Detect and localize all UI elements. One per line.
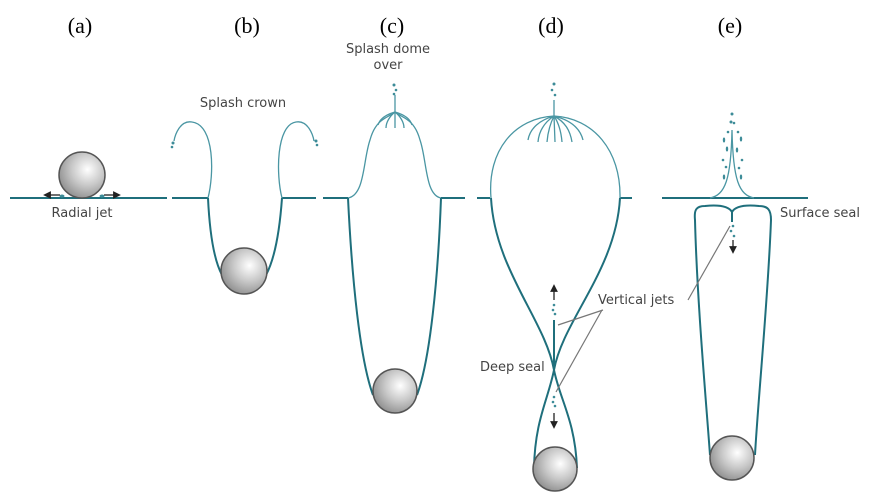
panel-d-label: (d) [538,13,564,38]
vertical-jets-label: Vertical jets [598,293,675,308]
cavity [347,197,442,396]
leader-line [555,309,603,393]
panel-b-label: (b) [234,13,260,38]
splash-dome [490,115,621,199]
deep-seal-label: Deep seal [480,360,545,375]
panel-d: Deep seal Vertical jets [477,82,675,492]
splash-dome-label: Splash dome [346,42,430,57]
splash-dome-label-2: over [374,58,404,73]
crown-left [173,121,213,199]
leader-line [557,309,604,326]
sphere [709,435,755,481]
sphere [58,151,106,199]
sphere [532,446,578,492]
radial-jet-label: Radial jet [52,206,113,221]
cavity [207,197,283,276]
panel-c: Splash dome over [323,42,465,414]
panel-c-label: (c) [380,13,404,38]
surface-seal-label: Surface seal [780,206,860,221]
panel-b: Splash crown [170,96,319,295]
splash-crown-label: Splash crown [200,96,286,111]
cavity [490,197,621,469]
panel-a-label: (a) [68,13,92,38]
crown-right [277,121,315,199]
panel-e: Surface seal [662,112,860,481]
panel-a: Radial jet [10,151,167,221]
leader-line [687,225,731,301]
sphere [220,247,268,295]
sphere [372,368,418,414]
surface-jet [709,129,755,199]
sealed-cavity [693,204,773,456]
panel-e-label: (e) [718,13,742,38]
